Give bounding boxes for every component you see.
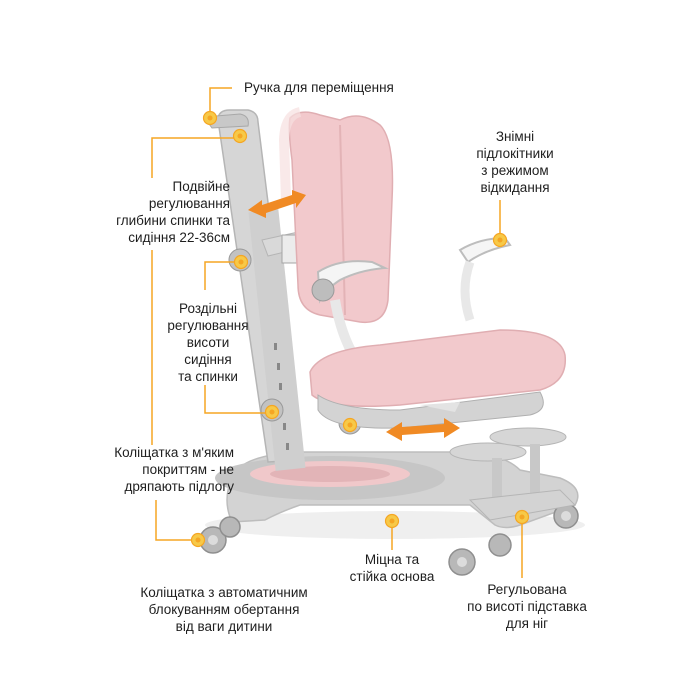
marker-handle-icon — [202, 110, 218, 126]
label-armrests: Знімні підлокітники з режимом відкидання — [476, 129, 554, 195]
marker-base-icon — [384, 513, 400, 529]
callout-markers — [190, 110, 530, 548]
label-auto-lock-wheels: Коліщатка з автоматичним блокуванням обе… — [140, 585, 308, 634]
marker-wheel-icon — [190, 532, 206, 548]
label-height-adjust: Роздільні регулювання висоти сидіння та … — [167, 301, 249, 384]
label-footrest: Регульована по висоті підставка для ніг — [467, 582, 587, 631]
label-handle: Ручка для переміщення — [244, 80, 394, 95]
depth-arrow-icon — [248, 190, 306, 218]
marker-seat-knob-icon — [342, 417, 358, 433]
marker-footrest-icon — [514, 509, 530, 525]
label-base: Міцна та стійка основа — [349, 552, 435, 584]
marker-depth-icon — [232, 128, 248, 144]
seat-depth-arrow-icon — [386, 418, 460, 441]
marker-armrest-icon — [492, 232, 508, 248]
marker-height-top-icon — [233, 254, 249, 270]
label-soft-wheels: Коліщатка з м'яким покриттям - не дряпаю… — [114, 445, 234, 494]
marker-height-bottom-icon — [264, 404, 280, 420]
chair — [199, 107, 585, 576]
label-depth-adjust: Подвійне регулювання глибини спинки та с… — [116, 179, 230, 245]
